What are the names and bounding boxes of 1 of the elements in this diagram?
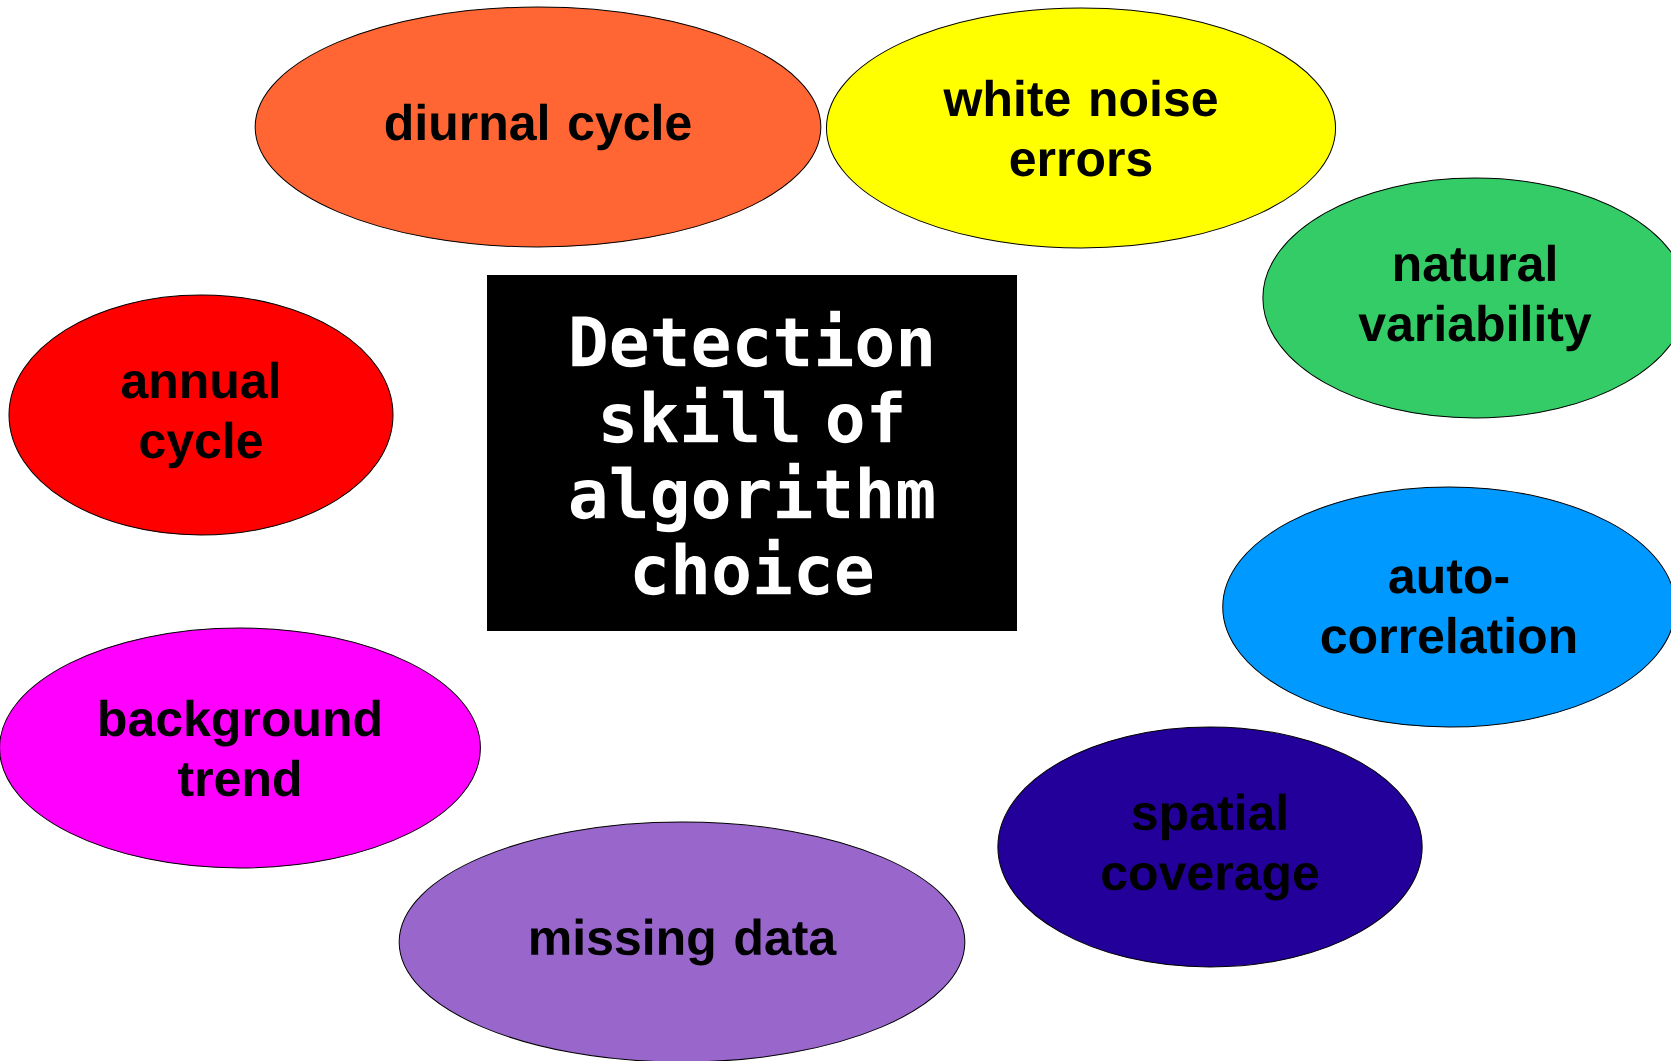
title-box: Detection skill of algorithm choice (487, 275, 1017, 631)
